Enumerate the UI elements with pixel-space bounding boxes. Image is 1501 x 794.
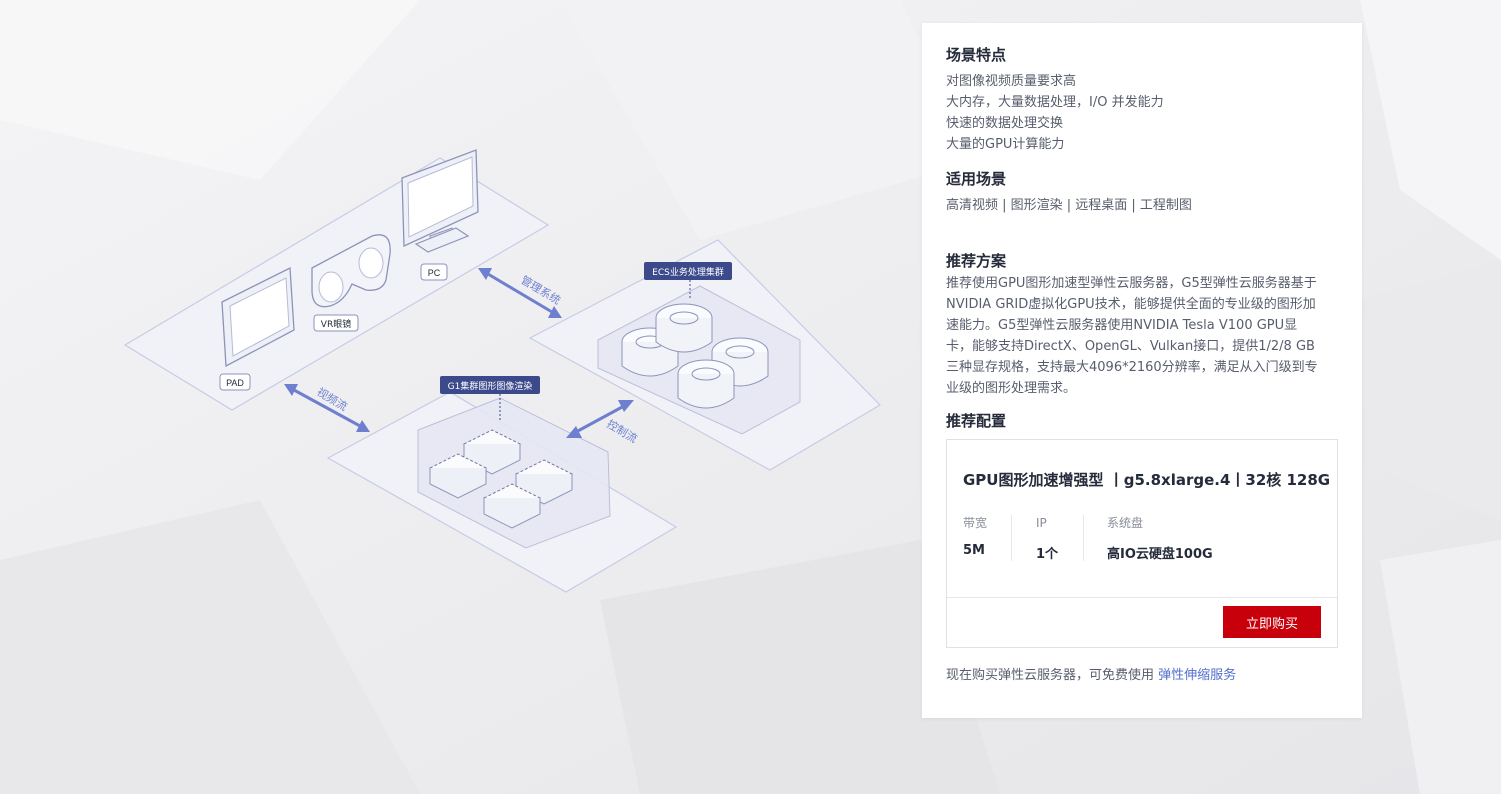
spec-divider [1011,515,1012,561]
management-flow-label: 管理系统 [518,273,563,308]
svg-text:ECS业务处理集群: ECS业务处理集群 [652,266,724,278]
recommend-heading: 推荐方案 [946,252,1007,270]
spec-key: 系统盘 [1107,516,1144,530]
feature-item: 对图像视频质量要求高 [946,74,1077,89]
svg-text:PAD: PAD [226,378,244,388]
recommend-text: 推荐使用GPU图形加速型弹性云服务器，G5型弹性云服务器基于NVIDIA GRI… [946,276,1318,396]
management-flow-arrow [478,268,562,318]
control-flow-label: 控制流 [604,417,639,446]
features-heading: 场景特点 [946,46,1007,64]
g1-cluster-label: G1集群图形图像渲染 [440,376,540,420]
auto-scaling-link[interactable]: 弹性伸缩服务 [1158,668,1237,683]
scenario-panel: 场景特点 对图像视频质量要求高 大内存，大量数据处理，I/O 并发能力 快速的数… [922,23,1362,718]
spec-value: 1个 [1036,547,1059,562]
promo-note: 现在购买弹性云服务器，可免费使用 弹性伸缩服务 [946,664,1338,683]
config-title: GPU图形加速增强型 丨g5.8xlarge.4丨32核 128G [963,471,1331,489]
control-flow-arrow [566,400,634,438]
spec-key: 带宽 [963,516,988,530]
config-card: GPU图形加速增强型 丨g5.8xlarge.4丨32核 128G 带宽 5M … [946,439,1338,648]
g1-servers [428,429,574,529]
feature-item: 大量的GPU计算能力 [946,137,1065,152]
svg-text:PC: PC [428,268,441,278]
buy-now-button[interactable]: 立即购买 [1223,606,1321,638]
spec-value: 高IO云硬盘100G [1107,547,1213,562]
architecture-diagram: PC VR眼镜 PAD ECS业务处理集群 G1集群图形图像渲染 [123,149,881,593]
vr-label: VR眼镜 [313,314,359,332]
feature-item: 快速的数据处理交换 [946,116,1064,131]
spec-divider [1083,515,1084,561]
pc-icon [401,149,479,253]
spec-value: 5M [963,543,985,558]
feature-item: 大内存，大量数据处理，I/O 并发能力 [946,95,1164,110]
promo-text: 现在购买弹性云服务器，可免费使用 [946,668,1159,683]
svg-text:VR眼镜: VR眼镜 [321,318,351,330]
spec-key: IP [1036,516,1047,530]
spec-system-disk: 系统盘 高IO云硬盘100G [1107,516,1213,562]
pc-label: PC [420,263,448,281]
pad-icon [221,266,295,368]
video-flow-arrow [284,384,370,432]
config-heading: 推荐配置 [946,412,1007,430]
spec-ip: IP 1个 [1036,516,1058,562]
applicable-text: 高清视频 | 图形渲染 | 远程桌面 | 工程制图 [946,198,1192,213]
svg-text:G1集群图形图像渲染: G1集群图形图像渲染 [448,380,533,392]
card-divider [947,597,1337,598]
vr-glasses-icon [311,234,391,308]
ecs-cluster-label: ECS业务处理集群 [644,262,732,300]
spec-bandwidth: 带宽 5M [963,516,987,558]
pad-label: PAD [219,373,251,391]
applicable-heading: 适用场景 [946,170,1007,188]
ecs-servers [621,303,769,409]
